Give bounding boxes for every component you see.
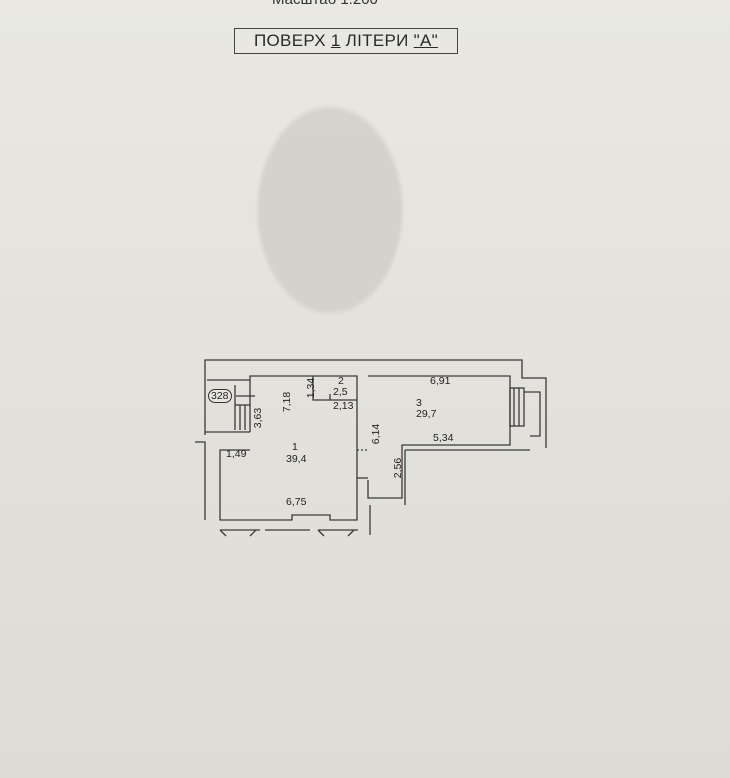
left-wall-fragment bbox=[195, 441, 206, 520]
scale-label: Масштаб 1:200 bbox=[272, 0, 378, 8]
floor-title-box: ПОВЕРХ 1 ЛІТЕРИ "А" bbox=[234, 28, 458, 54]
dim-3-63: 3,63 bbox=[252, 407, 265, 429]
dim-7-18: 7,18 bbox=[281, 391, 294, 413]
room-1-wall bbox=[219, 375, 358, 521]
room-3-wall bbox=[367, 375, 511, 499]
room-2-wall bbox=[312, 376, 357, 401]
dim-5-34: 5,34 bbox=[433, 432, 454, 444]
dim-1-34: 1,34 bbox=[305, 377, 318, 399]
dim-2-13: 2,13 bbox=[333, 400, 354, 412]
floor-number: 1 bbox=[330, 31, 341, 50]
right-stair bbox=[509, 387, 541, 437]
building-letter: "А" bbox=[413, 31, 438, 50]
dim-6-14: 6,14 bbox=[370, 423, 383, 445]
room-2-number: 2 bbox=[338, 375, 344, 387]
dim-2-56: 2,56 bbox=[392, 457, 405, 479]
marker-label: 328 bbox=[208, 389, 232, 403]
title-middle: ЛІТЕРИ bbox=[340, 31, 414, 50]
title-prefix: ПОВЕРХ bbox=[254, 31, 331, 50]
windows bbox=[219, 529, 358, 537]
left-stair bbox=[234, 385, 250, 430]
room-1-number: 1 bbox=[292, 441, 298, 453]
room-1-area: 39,4 bbox=[286, 453, 307, 465]
dim-6-75: 6,75 bbox=[286, 496, 307, 508]
dim-1-49: 1,49 bbox=[226, 448, 247, 460]
outer-wall bbox=[204, 359, 547, 448]
room-3-number: 3 bbox=[416, 397, 422, 409]
dim-6-91: 6,91 bbox=[430, 375, 451, 387]
room-2-area: 2,5 bbox=[333, 386, 348, 398]
room-3-area: 29,7 bbox=[416, 408, 437, 420]
